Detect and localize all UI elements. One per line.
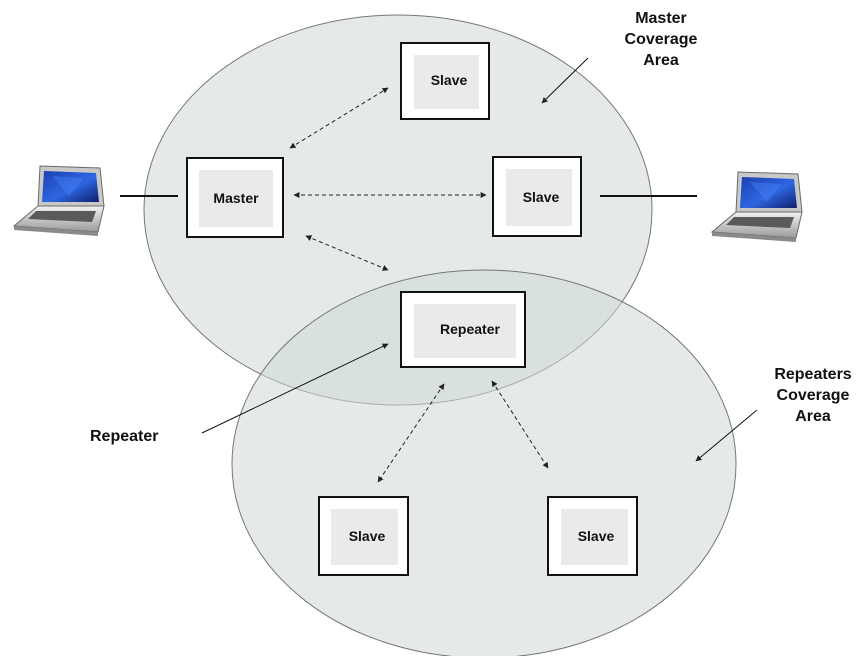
slave-label: Slave: [349, 528, 386, 544]
repeater-area-callout-line: [695, 409, 758, 462]
repeater-callout-line: [201, 343, 389, 434]
annotation-line: Repeaters: [774, 366, 851, 383]
annotation-line: Coverage: [625, 31, 698, 48]
master-label: Master: [213, 190, 259, 206]
wireless-links: [289, 87, 549, 483]
link-repeater-slave-bl: [377, 383, 445, 483]
annotation-line: Area: [643, 52, 679, 69]
master-area-callout-line: [541, 57, 589, 104]
repeater-node: Repeater: [400, 291, 526, 368]
link-repeater-slave-br: [491, 380, 549, 469]
repeater-callout-label: Repeater: [90, 428, 158, 445]
slave-label: Slave: [578, 528, 615, 544]
slave-node-top: Slave: [400, 42, 490, 120]
laptop-icon: [12, 165, 105, 236]
annotation-line: Area: [795, 408, 831, 425]
slave-node-right: Slave: [492, 156, 582, 237]
slave-node-bottom-right: Slave: [547, 496, 638, 576]
repeater-coverage-annotation: Repeaters Coverage Area: [774, 366, 851, 425]
annotation-line: Coverage: [777, 387, 850, 404]
link-master-repeater: [305, 235, 389, 271]
slave-node-bottom-left: Slave: [318, 496, 409, 576]
master-coverage-annotation: Master Coverage Area: [625, 10, 698, 69]
annotation-line: Master: [635, 10, 687, 27]
repeater-label: Repeater: [440, 321, 500, 337]
slave-label: Slave: [431, 72, 468, 88]
link-master-slave-top: [289, 87, 389, 149]
master-node: Master: [186, 157, 284, 238]
laptop-icon: [710, 171, 803, 242]
slave-label: Slave: [523, 189, 560, 205]
